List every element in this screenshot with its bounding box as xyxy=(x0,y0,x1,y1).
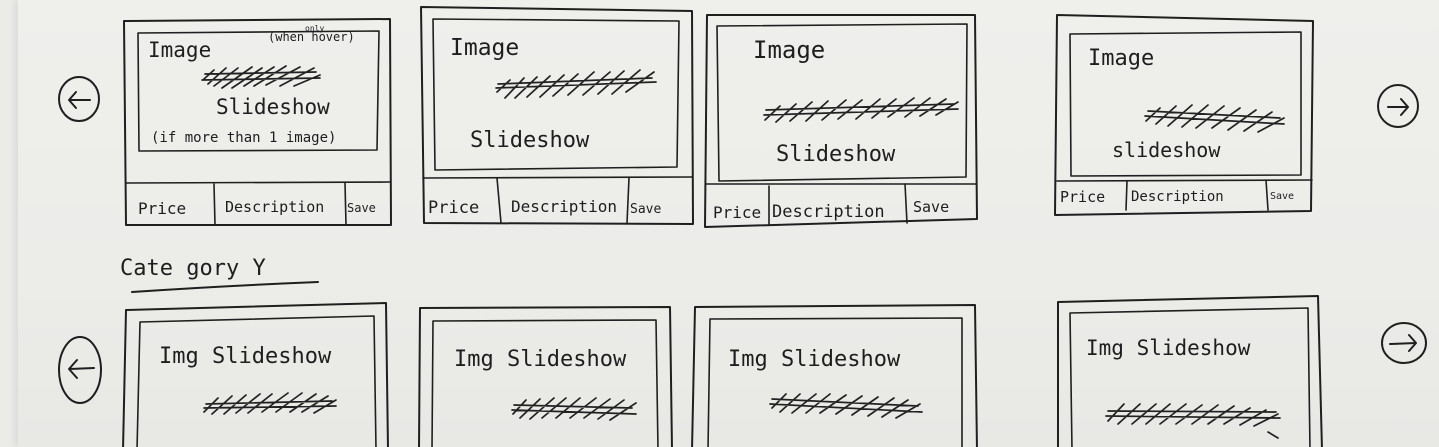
card-1-image-label: Image xyxy=(148,38,211,62)
card-1[interactable]: Image (when hover) only Slideshow (if mo… xyxy=(123,18,392,226)
card-1-only-note: only xyxy=(305,24,324,33)
card-4-image-area xyxy=(1069,31,1302,177)
circle-left-arrow-icon xyxy=(58,76,100,122)
row2-card-1[interactable]: Img Slideshow xyxy=(122,302,389,447)
card-1-description[interactable]: Description xyxy=(225,198,324,216)
card-3[interactable]: Image Slideshow Price Description Save xyxy=(704,14,978,228)
row2-card-1-image-area xyxy=(136,315,377,447)
right-arrow-icon xyxy=(1387,98,1409,116)
card-2-description[interactable]: Description xyxy=(511,197,617,216)
card-4-price[interactable]: Price xyxy=(1060,188,1105,206)
carousel-2-next-button[interactable] xyxy=(1381,322,1427,364)
left-arrow-icon xyxy=(68,359,95,379)
card-3-price[interactable]: Price xyxy=(713,203,761,222)
row2-card-2-label: Img Slideshow xyxy=(454,347,627,372)
card-4-image-label: Image xyxy=(1088,46,1154,71)
card-1-slideshow-note: (if more than 1 image) xyxy=(151,130,336,146)
row2-card-2-image-area xyxy=(431,319,659,447)
card-4-description[interactable]: Description xyxy=(1131,189,1224,205)
row2-card-4[interactable]: Img Slideshow xyxy=(1057,295,1323,447)
category-y-label: Cate gory Y xyxy=(120,256,266,281)
card-3-slideshow-label: Slideshow xyxy=(776,142,896,167)
carousel-1-next-button[interactable] xyxy=(1377,84,1419,128)
card-3-description[interactable]: Description xyxy=(772,202,885,222)
circle-right-arrow-icon xyxy=(1381,322,1427,364)
circle-left-arrow-icon xyxy=(58,336,102,404)
category-y-heading: Cate gory Y xyxy=(120,256,319,293)
card-1-slideshow-label: Slideshow xyxy=(216,95,330,119)
card-4-slideshow-label: slideshow xyxy=(1112,138,1221,162)
row2-card-3-image-area xyxy=(707,317,963,447)
card-2-slideshow-label: Slideshow xyxy=(470,128,590,153)
carousel-1-prev-button[interactable] xyxy=(58,76,100,122)
circle-right-arrow-icon xyxy=(1377,84,1419,128)
card-2[interactable]: Image Slideshow Price Description Save xyxy=(420,6,694,225)
row2-card-4-image-area xyxy=(1069,307,1311,447)
carousel-2-prev-button[interactable] xyxy=(58,336,102,404)
card-3-image-area xyxy=(716,23,968,182)
card-1-save-button[interactable]: Save xyxy=(347,201,376,215)
card-2-image-area xyxy=(432,18,680,171)
category-y-underline xyxy=(131,281,319,293)
card-2-save-button[interactable]: Save xyxy=(630,202,661,217)
card-3-image-label: Image xyxy=(753,36,825,64)
card-3-save-button[interactable]: Save xyxy=(913,198,949,216)
card-4[interactable]: Image slideshow Price Description Save xyxy=(1054,14,1314,216)
row2-card-2[interactable]: Img Slideshow xyxy=(418,306,673,447)
row2-card-4-label: Img Slideshow xyxy=(1086,336,1251,360)
card-4-save-button[interactable]: Save xyxy=(1270,191,1294,202)
left-arrow-icon xyxy=(68,91,91,109)
card-1-image-area xyxy=(137,30,380,152)
row2-card-3-label: Img Slideshow xyxy=(728,347,901,372)
card-2-image-label: Image xyxy=(450,35,519,61)
row2-card-1-label: Img Slideshow xyxy=(159,344,332,369)
card-2-price[interactable]: Price xyxy=(428,198,479,218)
right-arrow-icon xyxy=(1389,334,1417,352)
card-1-hover-note: (when hover) xyxy=(268,30,355,44)
paper-sheet xyxy=(18,0,1439,447)
card-1-price[interactable]: Price xyxy=(138,199,186,218)
row2-card-3[interactable]: Img Slideshow xyxy=(691,304,978,447)
